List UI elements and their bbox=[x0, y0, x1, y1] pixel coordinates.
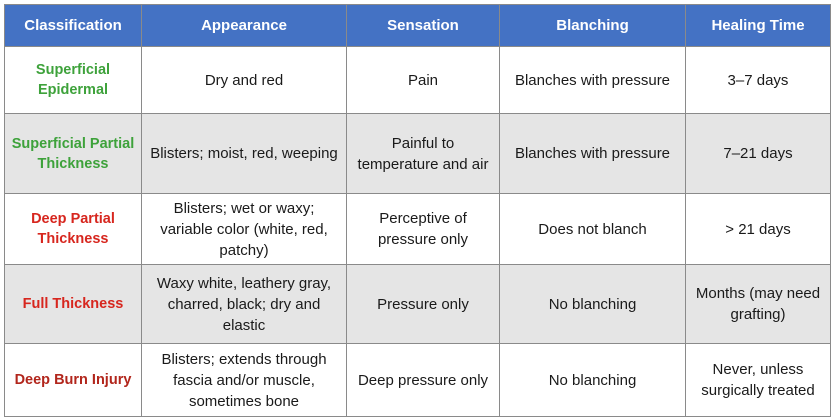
sensation-cell: Pain bbox=[346, 46, 500, 114]
header-appearance: Appearance bbox=[141, 4, 347, 47]
header-blanching: Blanching bbox=[499, 4, 686, 47]
table-row: Deep Burn Injury Blisters; extends throu… bbox=[4, 343, 831, 417]
appearance-cell: Blisters; moist, red, weeping bbox=[141, 113, 347, 194]
header-classification: Classification bbox=[4, 4, 142, 47]
healing-time-cell: Never, unless surgically treated bbox=[685, 343, 831, 417]
table-body: Superficial Epidermal Dry and red Pain B… bbox=[4, 46, 831, 417]
appearance-cell: Blisters; extends through fascia and/or … bbox=[141, 343, 347, 417]
sensation-cell: Pressure only bbox=[346, 264, 500, 344]
header-sensation: Sensation bbox=[346, 4, 500, 47]
table-row: Deep Partial Thickness Blisters; wet or … bbox=[4, 193, 831, 265]
sensation-cell: Perceptive of pressure only bbox=[346, 193, 500, 265]
sensation-cell: Deep pressure only bbox=[346, 343, 500, 417]
classification-cell: Full Thickness bbox=[4, 264, 142, 344]
appearance-cell: Blisters; wet or waxy; variable color (w… bbox=[141, 193, 347, 265]
classification-cell: Superficial Partial Thickness bbox=[4, 113, 142, 194]
appearance-cell: Waxy white, leathery gray, charred, blac… bbox=[141, 264, 347, 344]
blanching-cell: No blanching bbox=[499, 343, 686, 417]
table-header: Classification Appearance Sensation Blan… bbox=[4, 4, 831, 47]
header-healing-time: Healing Time bbox=[685, 4, 831, 47]
healing-time-cell: 7–21 days bbox=[685, 113, 831, 194]
table-row: Superficial Partial Thickness Blisters; … bbox=[4, 113, 831, 194]
header-row: Classification Appearance Sensation Blan… bbox=[4, 4, 831, 47]
blanching-cell: Blanches with pressure bbox=[499, 113, 686, 194]
blanching-cell: No blanching bbox=[499, 264, 686, 344]
table-row: Full Thickness Waxy white, leathery gray… bbox=[4, 264, 831, 344]
appearance-cell: Dry and red bbox=[141, 46, 347, 114]
blanching-cell: Does not blanch bbox=[499, 193, 686, 265]
healing-time-cell: > 21 days bbox=[685, 193, 831, 265]
table-row: Superficial Epidermal Dry and red Pain B… bbox=[4, 46, 831, 114]
classification-cell: Deep Partial Thickness bbox=[4, 193, 142, 265]
healing-time-cell: Months (may need grafting) bbox=[685, 264, 831, 344]
sensation-cell: Painful to temperature and air bbox=[346, 113, 500, 194]
burn-classification-table: Classification Appearance Sensation Blan… bbox=[4, 4, 831, 417]
healing-time-cell: 3–7 days bbox=[685, 46, 831, 114]
blanching-cell: Blanches with pressure bbox=[499, 46, 686, 114]
classification-cell: Deep Burn Injury bbox=[4, 343, 142, 417]
classification-cell: Superficial Epidermal bbox=[4, 46, 142, 114]
